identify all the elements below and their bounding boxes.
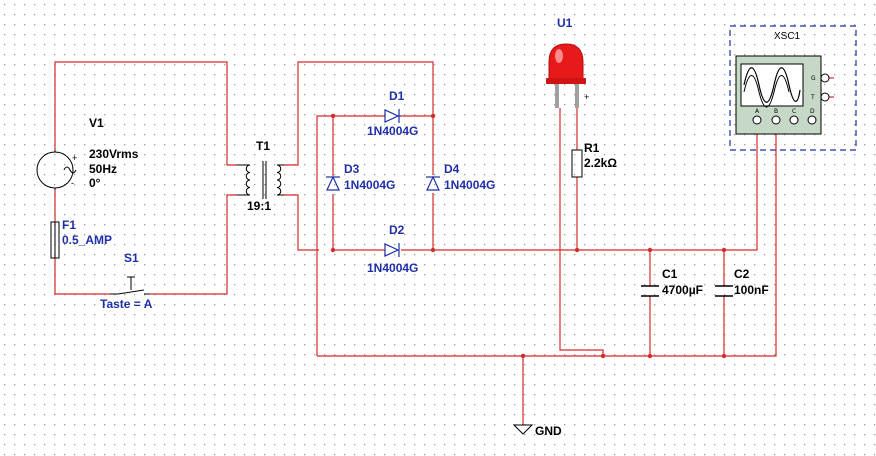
junction-dots [330,113,727,359]
oscilloscope-selection-box [729,25,857,151]
source-ref: V1 [89,116,104,130]
led-ref: U1 [557,16,573,30]
fuse-ref: F1 [62,218,76,232]
diode-d2-ref: D2 [389,223,405,237]
terminal-a-label: A [755,108,760,115]
transformer-ratio: 19:1 [247,199,271,213]
oscilloscope-channel-terminals: A B C D [752,108,817,125]
diode-d4-ref: D4 [444,162,460,176]
led-u1[interactable]: U1 + [546,16,589,108]
oscilloscope-ref: XSC1 [774,31,801,42]
diode-d2-model: 1N4004G [367,261,418,275]
capacitor-c1-ref: C1 [662,267,678,281]
source-voltage: 230Vrms [89,147,139,161]
diode-d4[interactable]: D4 1N4004G [426,162,495,192]
diode-d2[interactable]: D2 1N4004G [367,223,418,275]
terminal-g-label: G [811,75,816,82]
diode-d1[interactable]: D1 1N4004G [367,89,418,138]
diode-d3[interactable]: D3 1N4004G [326,162,395,192]
diode-d1-model: 1N4004G [367,124,418,138]
diode-d3-model: 1N4004G [344,178,395,192]
terminal-d-label: D [810,108,815,115]
source-frequency: 50Hz [89,162,117,176]
resistor-value: 2.2kΩ [584,156,617,170]
source-phase: 0° [89,176,101,190]
capacitor-c2[interactable]: C2 100nF [715,267,769,297]
source-minus: - [71,178,74,188]
diode-d3-ref: D3 [344,162,360,176]
resistor-r1[interactable]: R1 2.2kΩ [571,141,617,178]
transformer-t1[interactable]: T1 19:1 [237,139,284,213]
switch-ref: S1 [124,251,139,265]
capacitor-c2-value: 100nF [734,283,769,297]
terminal-t-label: T [810,94,815,101]
led-plus: + [584,92,589,102]
fuse-f1[interactable]: F1 0.5_AMP [50,218,112,259]
diode-d4-model: 1N4004G [444,178,495,192]
oscilloscope-side-terminals: G T [810,73,830,102]
capacitor-c1-value: 4700µF [662,283,703,297]
oscilloscope-xsc1[interactable]: XSC1 A B C D G T [729,25,857,151]
fuse-rating: 0.5_AMP [62,233,112,247]
capacitor-c1[interactable]: C1 4700µF [641,267,703,297]
resistor-ref: R1 [584,141,600,155]
ac-source-v1[interactable]: V1 230Vrms 50Hz 0° + - [36,116,139,190]
ground-symbol[interactable]: GND [512,424,562,438]
switch-s1[interactable]: S1 Taste = A [100,251,153,311]
terminal-c-label: C [792,108,796,115]
ground-label: GND [535,424,562,438]
terminal-b-label: B [774,108,778,115]
transformer-ref: T1 [256,139,270,153]
source-plus: + [72,153,77,163]
capacitor-c2-ref: C2 [734,267,750,281]
diode-d1-ref: D1 [389,89,405,103]
switch-key: Taste = A [100,297,153,311]
